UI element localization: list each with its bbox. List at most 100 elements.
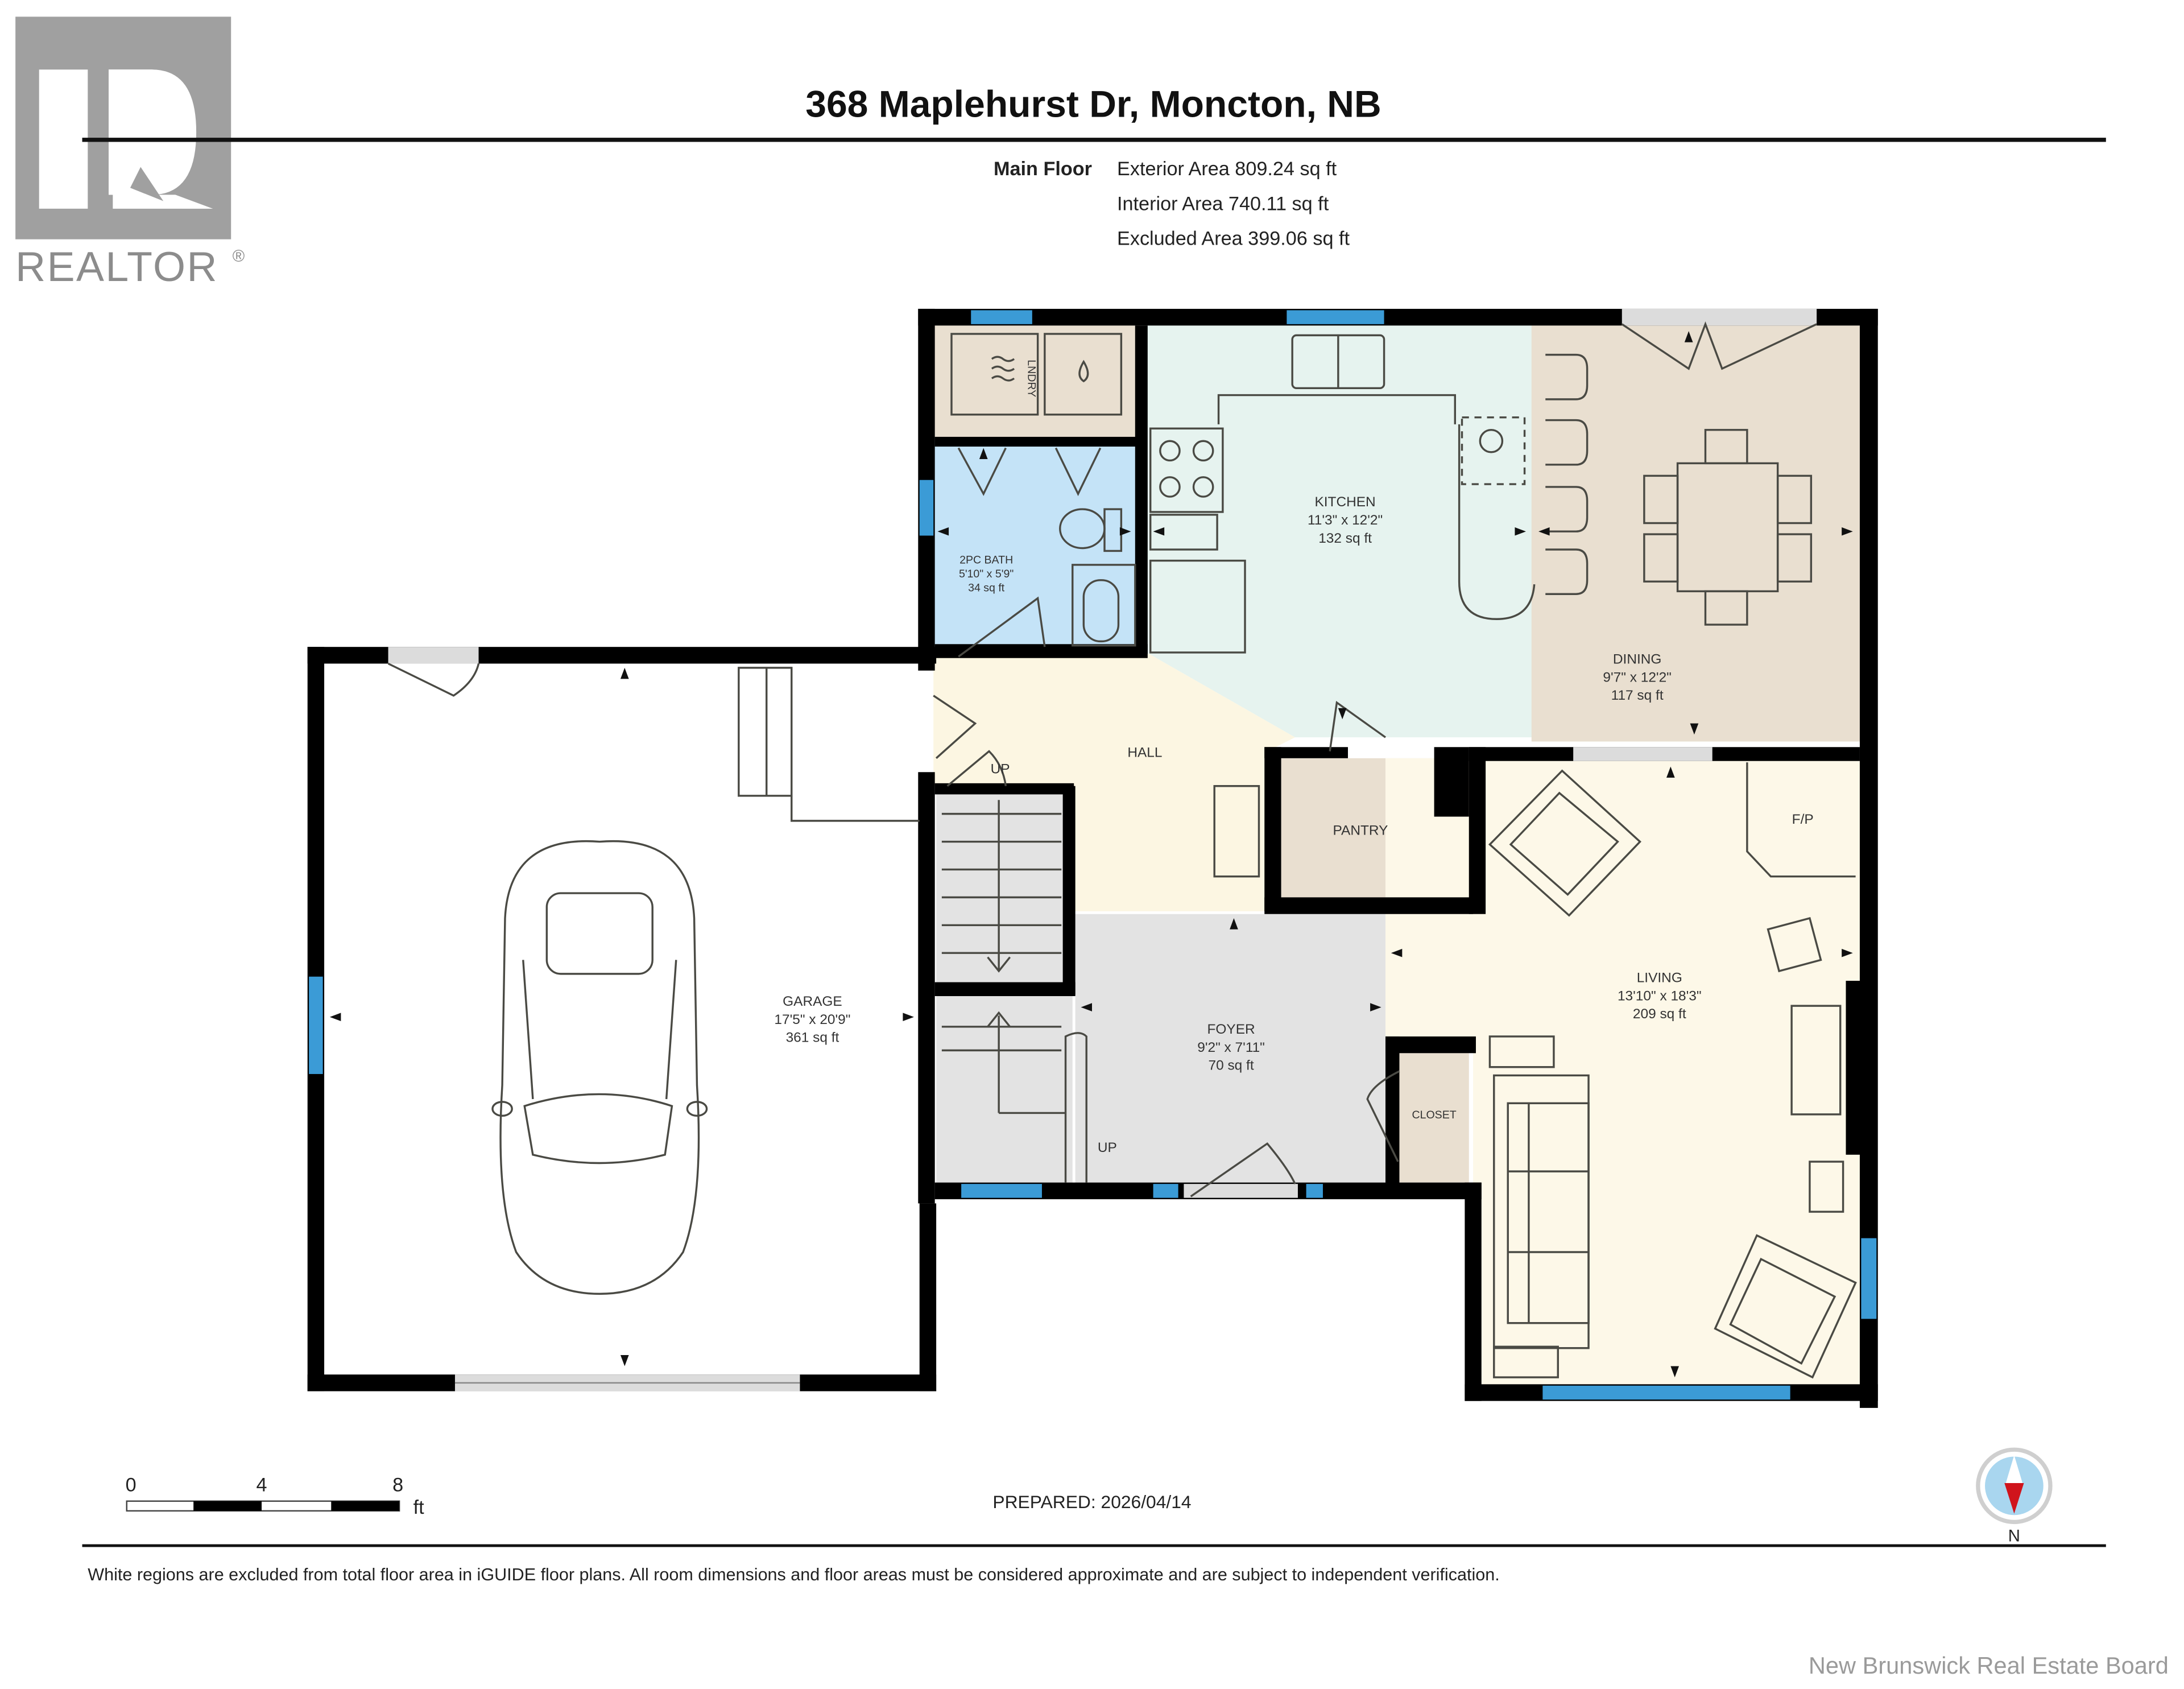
svg-text:ft: ft <box>413 1497 425 1518</box>
dining-fill <box>1531 324 1860 742</box>
room-kitchen: KITCHEN 11'3" x 12'2" 132 sq ft <box>1308 494 1383 546</box>
living-fill <box>1385 758 1860 1385</box>
svg-text:9'7" x 12'2": 9'7" x 12'2" <box>1603 670 1671 685</box>
windows <box>309 310 1877 1400</box>
side-table-icon <box>1809 1161 1844 1213</box>
bath-door-swing <box>958 596 1046 658</box>
car-icon <box>491 840 708 1295</box>
exterior-area: Exterior Area 809.24 sq ft <box>1117 158 1337 180</box>
room-fills <box>933 324 1860 1385</box>
svg-text:8: 8 <box>392 1475 403 1496</box>
patio-door <box>1622 308 1817 326</box>
closet-door-swing <box>1366 1070 1400 1162</box>
prepared-date: PREPARED: 2026/04/14 <box>992 1492 1191 1512</box>
page-title: 368 Maplehurst Dr, Moncton, NB <box>805 82 1381 125</box>
foyer-fill <box>1075 914 1386 1186</box>
svg-text:0: 0 <box>126 1475 136 1496</box>
armchair-icon <box>1714 1234 1857 1379</box>
stair-door-swing <box>946 750 1007 787</box>
kitchen-fill <box>1144 324 1536 738</box>
fireplace-icon <box>1746 762 1856 878</box>
room-bath: 2PC BATH 5'10" x 5'9" 34 sq ft <box>959 554 1014 594</box>
realtor-wordmark: REALTOR <box>15 243 218 290</box>
interior-area: Interior Area 740.11 sq ft <box>1117 193 1329 214</box>
svg-text:209 sq ft: 209 sq ft <box>1633 1006 1686 1022</box>
island-outline <box>1458 424 1536 620</box>
window <box>309 976 323 1074</box>
end-table-icon <box>1488 1035 1555 1068</box>
footer-rule <box>82 1544 2106 1547</box>
svg-text:LIVING: LIVING <box>1637 971 1682 986</box>
vanity-icon <box>1072 564 1136 647</box>
svg-text:361 sq ft: 361 sq ft <box>786 1030 839 1046</box>
room-garage: GARAGE 17'5" x 20'9" 361 sq ft <box>774 994 850 1046</box>
closet-fill <box>1399 1053 1469 1183</box>
room-fireplace: F/P <box>1792 812 1814 827</box>
header-rule <box>82 138 2106 142</box>
svg-text:132 sq ft: 132 sq ft <box>1318 531 1372 546</box>
garage-steps-icon <box>738 667 793 797</box>
side-table-icon <box>1767 916 1822 973</box>
stairs-icon <box>941 800 1087 1183</box>
hall-fill <box>933 654 1296 911</box>
svg-text:2PC BATH: 2PC BATH <box>959 554 1013 566</box>
console-icon <box>1790 1005 1842 1116</box>
compass-icon: N <box>1976 1447 2053 1546</box>
svg-text:34 sq ft: 34 sq ft <box>968 581 1005 594</box>
end-table-icon <box>1493 1345 1559 1378</box>
room-pantry: PANTRY <box>1333 823 1388 838</box>
window <box>1287 310 1384 324</box>
svg-text:9'2" x 7'11": 9'2" x 7'11" <box>1197 1040 1265 1055</box>
stool-icon <box>1545 548 1589 595</box>
stairs-up-label: UP <box>1098 1140 1117 1155</box>
prep-sink-icon <box>1461 416 1526 485</box>
realtor-logo: REALTOR ® <box>15 16 245 290</box>
window <box>971 310 1032 324</box>
patio-door-swing <box>1621 321 1817 370</box>
bath-fill <box>933 441 1140 650</box>
floor-label: Main Floor <box>994 158 1092 180</box>
stairs-up-label: UP <box>991 762 1010 777</box>
laundry-label: LNDRY <box>1025 360 1038 397</box>
stool-icon <box>1545 486 1589 532</box>
counter-outline <box>1217 394 1456 424</box>
room-hall: HALL <box>1127 745 1162 760</box>
front-door <box>1184 1184 1298 1198</box>
window <box>1542 1385 1790 1400</box>
svg-text:70 sq ft: 70 sq ft <box>1208 1058 1254 1073</box>
pantry-door-swing <box>1329 700 1387 751</box>
svg-text:KITCHEN: KITCHEN <box>1314 494 1375 510</box>
compass-north-label: N <box>2008 1527 2020 1546</box>
svg-text:4: 4 <box>256 1475 267 1496</box>
stool-icon <box>1545 419 1589 466</box>
svg-text:DINING: DINING <box>1613 652 1662 667</box>
window <box>961 1184 1042 1198</box>
doors <box>387 308 1817 1391</box>
armchair-icon <box>1488 769 1641 917</box>
svg-text:117 sq ft: 117 sq ft <box>1611 688 1664 703</box>
board-watermark: New Brunswick Real Estate Board <box>1809 1652 2169 1679</box>
room-foyer: FOYER 9'2" x 7'11" 70 sq ft <box>1197 1022 1265 1073</box>
room-living: LIVING 13'10" x 18'3" 209 sq ft <box>1618 971 1702 1022</box>
room-labels: 2PC BATH 5'10" x 5'9" 34 sq ft KITCHEN 1… <box>774 494 1813 1155</box>
fridge-icon <box>1149 559 1246 654</box>
garage-side-door <box>388 647 479 664</box>
svg-text:13'10" x 18'3": 13'10" x 18'3" <box>1618 988 1702 1004</box>
window <box>919 480 934 536</box>
laundry-fill <box>933 324 1140 441</box>
svg-text:FOYER: FOYER <box>1207 1022 1255 1037</box>
scale-bar: 0 4 8 ft <box>126 1475 424 1518</box>
registered-mark: ® <box>233 247 245 266</box>
room-closet: CLOSET <box>1412 1109 1456 1121</box>
fixtures: LNDRY <box>491 333 1857 1379</box>
window <box>1306 1184 1323 1198</box>
excluded-area: Excluded Area 399.06 sq ft <box>1117 228 1350 249</box>
svg-text:17'5" x 20'9": 17'5" x 20'9" <box>774 1012 850 1027</box>
window <box>1153 1184 1178 1198</box>
disclaimer: White regions are excluded from total fl… <box>88 1565 1499 1584</box>
stool-icon <box>1545 353 1589 400</box>
svg-text:GARAGE: GARAGE <box>783 994 842 1009</box>
hall-bench-icon <box>1213 785 1260 878</box>
